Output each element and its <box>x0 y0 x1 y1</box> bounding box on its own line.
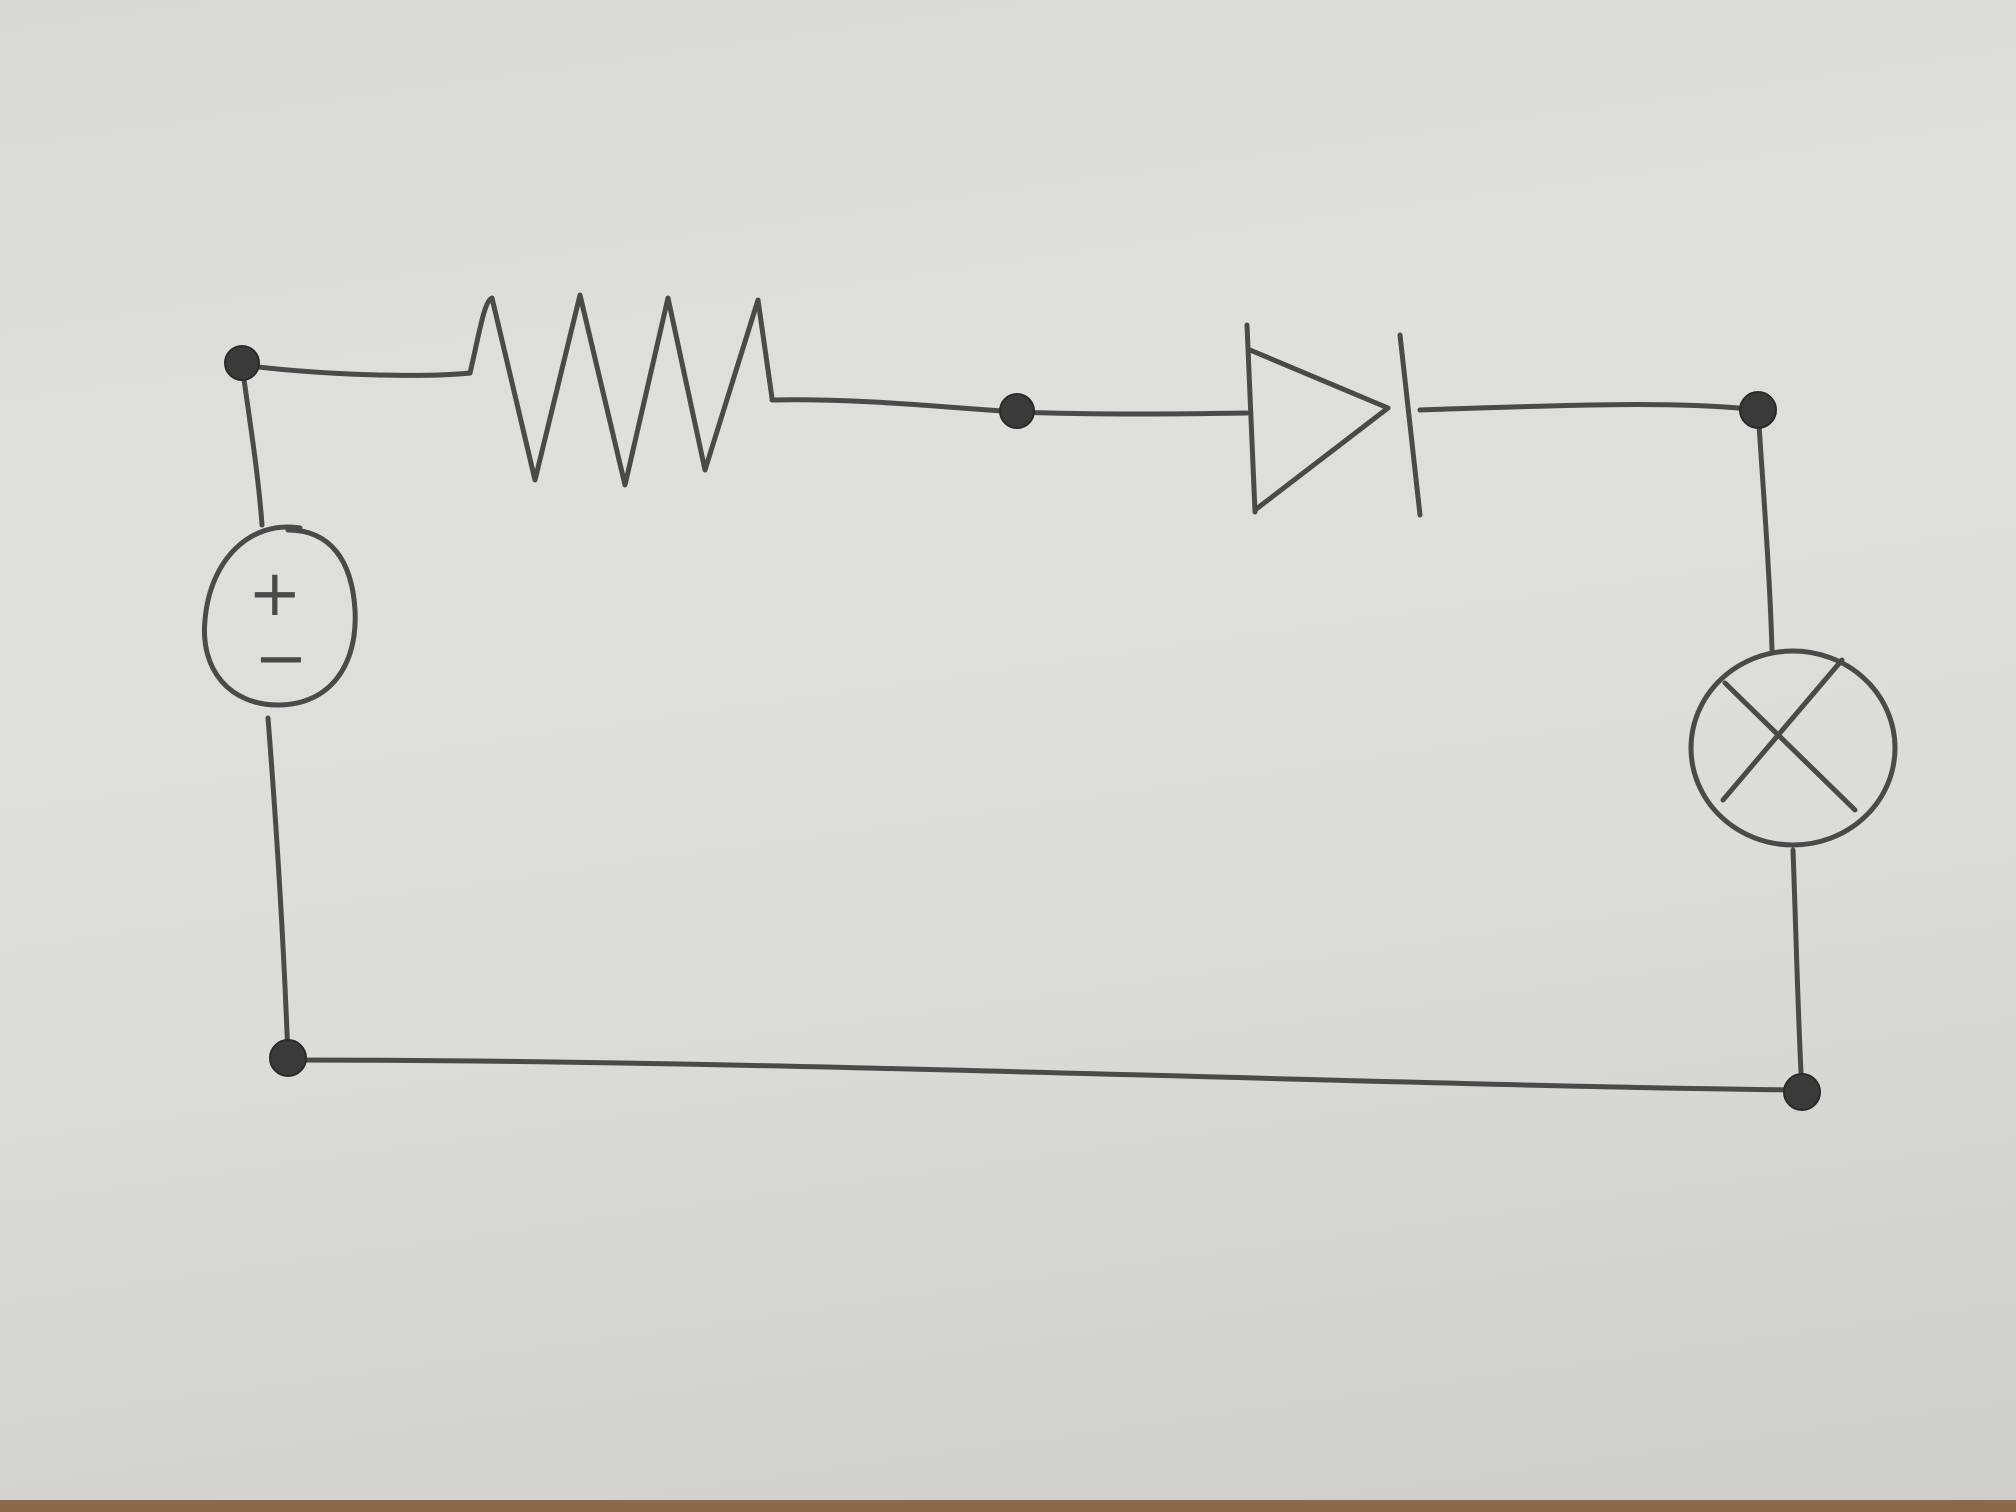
voltage-source-symbol: + − <box>201 524 358 708</box>
wire-n2-diode <box>1014 409 1250 417</box>
diode-triangle <box>1244 322 1391 515</box>
lamp-circle <box>1688 648 1898 848</box>
node-n5 <box>269 1039 307 1077</box>
wires <box>239 362 1805 1095</box>
node-n4 <box>1783 1073 1821 1111</box>
wire-diode-n3 <box>1417 402 1761 413</box>
node-n1 <box>224 345 260 381</box>
wire-n4-n5 <box>285 1057 1805 1093</box>
voltage-source-circle <box>201 524 358 708</box>
resistor-symbol <box>467 292 775 488</box>
wire-n3-lamp <box>1755 407 1775 653</box>
wire-source-n1 <box>239 362 265 528</box>
wire-n5-source <box>265 715 291 1061</box>
diode-bar <box>1397 332 1423 518</box>
lamp-symbol <box>1688 648 1898 848</box>
voltage-source-minus: − <box>254 622 308 696</box>
diode-symbol <box>1244 322 1423 518</box>
voltage-source-plus: + <box>248 557 302 631</box>
junction-nodes <box>224 345 1821 1111</box>
wire-n1-resistor <box>239 362 473 378</box>
wire-lamp-n4 <box>1790 847 1805 1095</box>
table-edge <box>0 1500 2016 1512</box>
node-n3 <box>1739 391 1777 429</box>
node-n2 <box>999 393 1035 429</box>
lamp-cross <box>1720 657 1858 813</box>
wire-resistor-n2 <box>769 397 1020 415</box>
